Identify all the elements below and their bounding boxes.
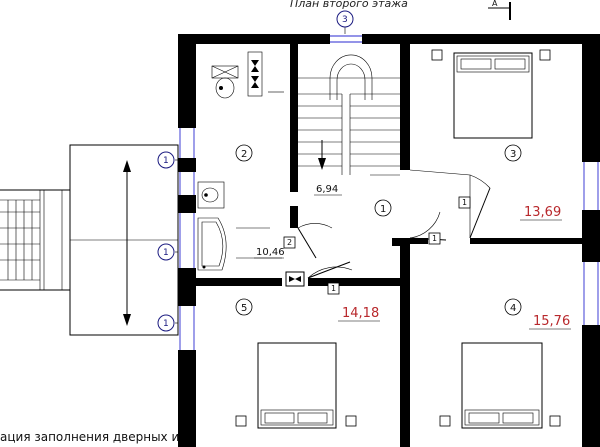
bed-room-4 bbox=[439, 342, 561, 429]
windows bbox=[179, 35, 599, 350]
exterior-walls bbox=[178, 34, 600, 447]
door-tag: 1 bbox=[432, 234, 437, 243]
room-number-2: 2 bbox=[235, 144, 253, 162]
svg-text:4: 4 bbox=[510, 303, 516, 314]
section-mark: А bbox=[492, 0, 498, 8]
svg-text:6,94: 6,94 bbox=[316, 184, 338, 195]
room-area-4: 15,76 bbox=[529, 314, 571, 330]
svg-text:1: 1 bbox=[163, 156, 169, 166]
bathroom-fixtures bbox=[197, 51, 284, 271]
room-number-5: 5 bbox=[235, 298, 253, 316]
svg-text:3: 3 bbox=[510, 149, 516, 160]
plan-title: План второго этажа bbox=[290, 0, 408, 10]
section-cut-marker bbox=[488, 2, 511, 20]
room-area-2: 10,46 bbox=[254, 247, 285, 259]
svg-text:14,18: 14,18 bbox=[342, 306, 379, 321]
room-area-5: 14,18 bbox=[338, 306, 380, 322]
interior-walls bbox=[196, 44, 582, 447]
vent-shaft bbox=[285, 271, 305, 287]
door-tags: 1 1 2 1 bbox=[283, 196, 471, 295]
room-area-1: 6,94 bbox=[314, 184, 342, 196]
footnote-caption: ация заполнения дверных и bbox=[0, 430, 179, 444]
door-tag: 1 bbox=[331, 284, 336, 293]
staircase bbox=[298, 54, 400, 176]
svg-text:2: 2 bbox=[241, 149, 247, 160]
svg-text:13,69: 13,69 bbox=[524, 205, 561, 220]
axis-bubbles-left: 1 1 1 bbox=[157, 151, 178, 332]
room-area-3: 13,69 bbox=[520, 205, 562, 221]
room-number-4: 4 bbox=[504, 298, 522, 316]
doors bbox=[236, 169, 491, 279]
axis-bubble-top: 3 bbox=[336, 10, 354, 34]
room-number-1: 1 bbox=[374, 199, 392, 217]
bed-room-3 bbox=[431, 49, 551, 139]
room-number-3: 3 bbox=[504, 144, 522, 162]
balcony bbox=[0, 144, 179, 336]
svg-text:10,46: 10,46 bbox=[256, 247, 285, 258]
svg-text:1: 1 bbox=[163, 319, 169, 329]
svg-text:5: 5 bbox=[241, 303, 247, 314]
svg-text:1: 1 bbox=[163, 248, 169, 258]
door-tag: 2 bbox=[287, 238, 292, 247]
door-tag: 1 bbox=[462, 198, 467, 207]
svg-text:3: 3 bbox=[342, 15, 348, 25]
bed-room-5 bbox=[235, 342, 357, 429]
svg-text:15,76: 15,76 bbox=[533, 314, 570, 329]
svg-text:1: 1 bbox=[380, 204, 386, 215]
